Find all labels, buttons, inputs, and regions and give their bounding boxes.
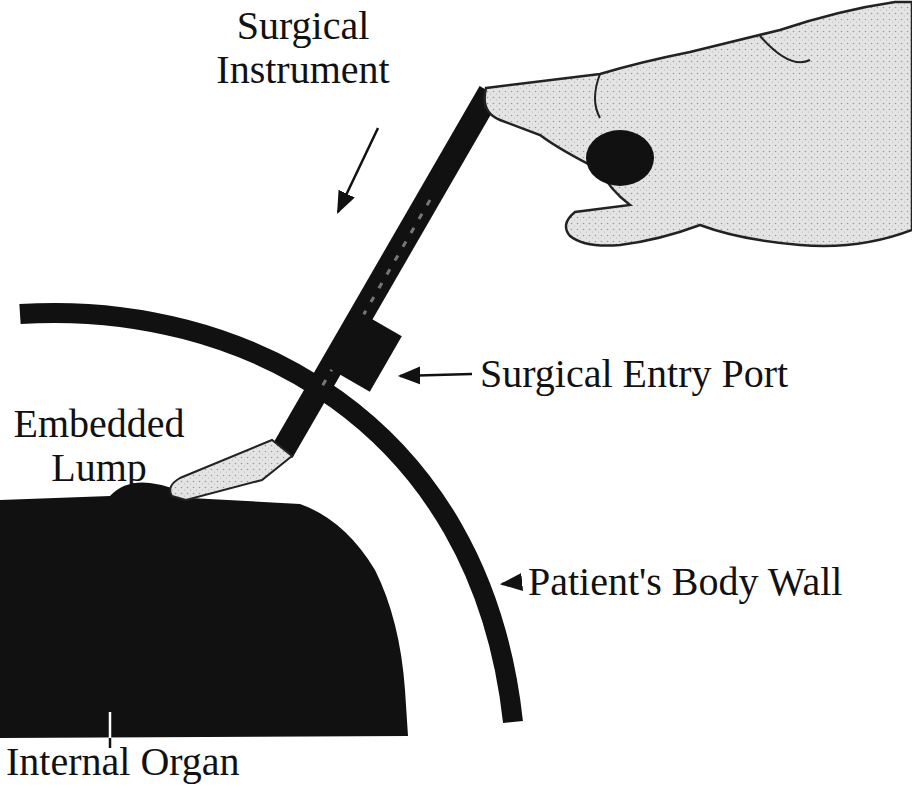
instrument-shaft	[282, 92, 490, 452]
body-wall	[20, 313, 513, 722]
entry-port	[328, 312, 402, 391]
part-label: Patient's Body Wall	[528, 560, 842, 604]
leader-arrow	[338, 128, 378, 212]
finger-crease	[595, 74, 600, 118]
part-label: Surgical Instrument	[188, 4, 418, 92]
leader-arrow	[502, 582, 522, 584]
part-label: Embedded Lump	[4, 402, 194, 490]
leader-line	[109, 712, 112, 738]
leader-arrow	[400, 374, 472, 376]
instrument-tip	[170, 440, 292, 500]
hand	[485, 2, 912, 246]
finger-crease	[760, 36, 810, 62]
part-label: Surgical Entry Port	[480, 352, 788, 396]
part-label: Internal Organ	[6, 740, 240, 784]
finger-ring	[586, 130, 654, 186]
internal-organ	[0, 483, 408, 738]
